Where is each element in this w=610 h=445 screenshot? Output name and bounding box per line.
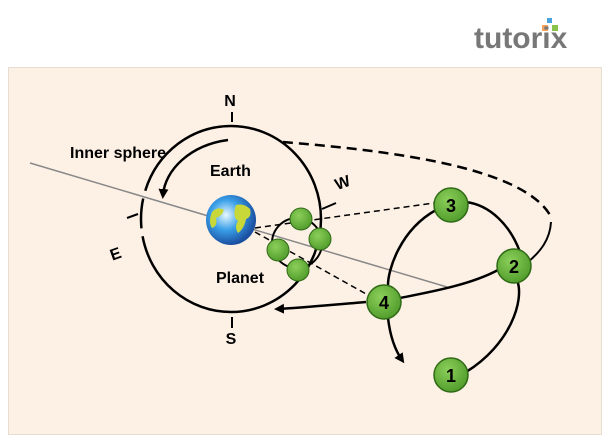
epicycle-planet [266,238,290,262]
label-inner-sphere: Inner sphere [70,145,166,162]
east-tick [126,213,139,219]
inner-sphere-arrow [158,138,229,199]
arrow-to-sphere [274,300,367,314]
label-planet: Planet [216,270,265,287]
outer-path-end [527,221,552,263]
retrograde-loop [386,200,522,374]
position-3: 3 [433,187,469,223]
epicycle-planet [286,258,310,282]
label-south: S [226,331,237,348]
svg-text:1: 1 [446,366,456,386]
svg-text:3: 3 [446,196,456,216]
arrow-down [386,317,405,364]
label-north: N [224,93,236,110]
epicycle-planet [308,227,332,251]
position-4: 4 [366,284,402,320]
tutorix-logo: tutorix [474,14,604,55]
earth-continents [210,204,251,233]
label-west: W [333,173,354,194]
position-2: 2 [496,248,532,284]
svg-text:4: 4 [379,293,389,313]
label-east: E [108,245,124,265]
dashed-outer-path [282,140,552,216]
sightline-3 [254,202,435,229]
celestial-sphere [139,124,323,314]
svg-text:2: 2 [509,257,519,277]
west-tick [321,202,337,210]
diagram-panel [8,67,602,435]
logo-text: tutorix [474,22,568,54]
label-earth: Earth [210,163,251,180]
epicycle-planet [289,207,313,231]
position-1: 1 [433,357,469,393]
